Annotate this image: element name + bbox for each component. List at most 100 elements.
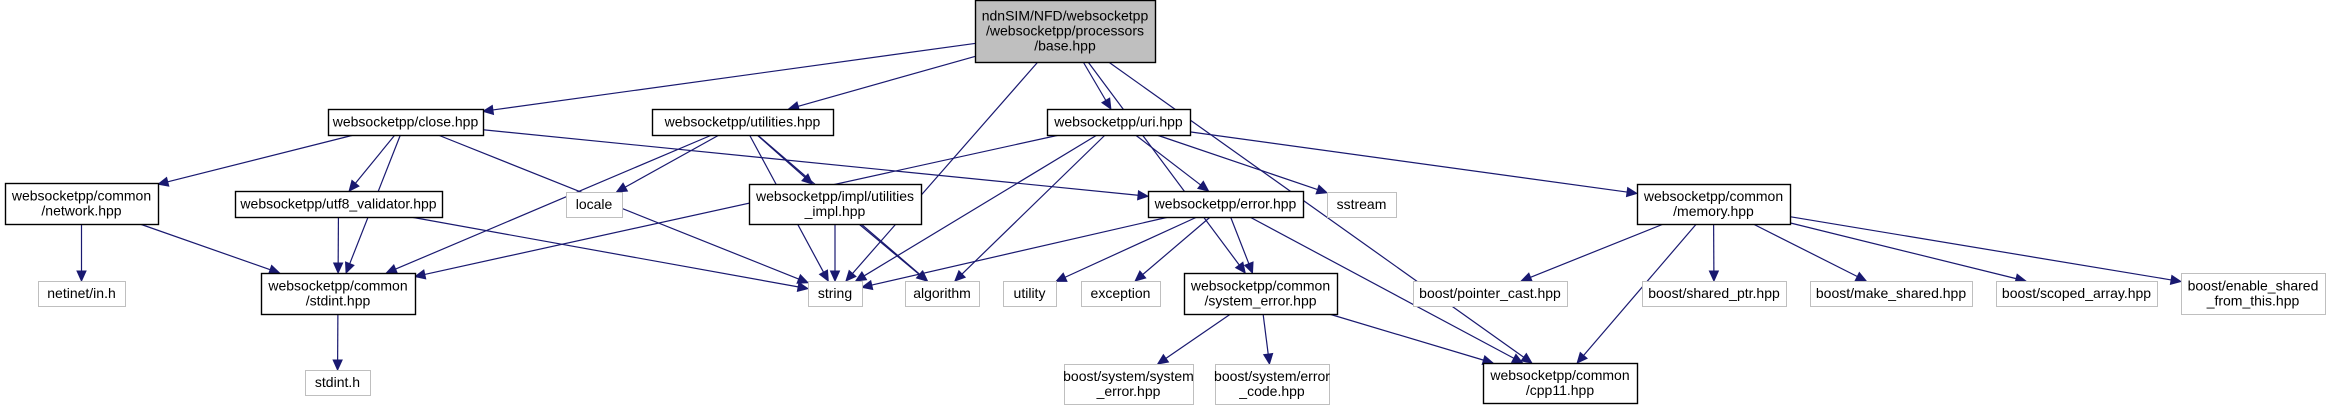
arrowhead-icon (1520, 352, 1533, 364)
edge-close-to-error (482, 129, 1150, 201)
edge-uri-to-memory (1189, 131, 1639, 198)
edge-close-to-network (156, 134, 354, 187)
node-label: exception (1091, 285, 1151, 301)
arrowhead-icon (267, 264, 281, 275)
node-box (1215, 364, 1330, 405)
node-label: /cpp11.hpp (1526, 382, 1594, 398)
node-base[interactable]: ndnSIM/NFD/websocketpp/websocketpp/proce… (974, 0, 1157, 64)
arrowhead-icon (481, 104, 495, 116)
node-label: websocketpp/utilities.hpp (664, 114, 821, 130)
node-label: websocketpp/common (1489, 367, 1629, 383)
node-box (234, 190, 444, 219)
edge-line (139, 223, 271, 271)
arrowhead-icon (796, 281, 810, 292)
edge-uri-to-string (854, 134, 1098, 282)
node-bs-system-error: boost/system/system_error.hpp (1063, 364, 1194, 405)
node-label: /memory.hpp (1673, 203, 1754, 219)
node-utilities-impl[interactable]: websocketpp/impl/utilities_impl.hpp (748, 183, 923, 226)
edge-line (492, 42, 976, 111)
node-label: websocketpp/utf8_validator.hpp (239, 196, 436, 212)
node-label: websocketpp/common (267, 278, 407, 294)
arrowhead-icon (1576, 351, 1588, 364)
arrowhead-icon (796, 273, 810, 284)
node-label: boost/pointer_cast.hpp (1419, 285, 1561, 301)
edge-line (410, 216, 799, 288)
node-cpp11[interactable]: websocketpp/common/cpp11.hpp (1482, 362, 1639, 405)
arrowhead-icon (1510, 353, 1524, 364)
edge-line (1262, 313, 1269, 355)
edge-line (1328, 313, 1484, 361)
edge-line (1087, 61, 1240, 266)
arrowhead-icon (1137, 189, 1150, 201)
node-label: websocketpp/common (1643, 188, 1783, 204)
edge-base-to-close (481, 42, 976, 116)
node-label: /network.hpp (41, 203, 121, 219)
edge-line (1142, 216, 1211, 275)
arrowhead-icon (953, 269, 967, 282)
node-exception: exception (1081, 281, 1161, 307)
edge-uri-to-error (1135, 134, 1210, 192)
node-box (1327, 192, 1397, 218)
node-error[interactable]: websocketpp/error.hpp (1147, 190, 1305, 219)
arrowhead-icon (76, 270, 87, 283)
arrowhead-icon (1134, 270, 1147, 282)
node-label: boost/shared_ptr.hpp (1648, 285, 1780, 301)
edge-base-to-system_error (1087, 61, 1246, 274)
arrowhead-icon (348, 179, 360, 192)
edge-base-to-string (845, 61, 1039, 282)
node-box (1003, 281, 1057, 307)
node-memory[interactable]: websocketpp/common/memory.hpp (1636, 183, 1792, 226)
node-utf8[interactable]: websocketpp/utf8_validator.hpp (234, 190, 444, 219)
node-utilities[interactable]: websocketpp/utilities.hpp (651, 108, 835, 137)
edge-error-to-system_error (1230, 216, 1254, 275)
node-bs-error-code: boost/system/error_code.hpp (1214, 364, 1330, 405)
arrowhead-icon (854, 271, 868, 282)
arrowhead-icon (860, 279, 874, 291)
edge-line (395, 134, 713, 270)
edge-memory-to-scoped_array (1789, 222, 2027, 284)
arrowhead-icon (1315, 184, 1329, 195)
node-label: stdint.h (315, 374, 360, 390)
node-label: _code.hpp (1238, 383, 1305, 399)
edge-line (1165, 313, 1231, 359)
edge-base-to-uri (1082, 61, 1112, 111)
node-network[interactable]: websocketpp/common/network.hpp (4, 182, 160, 226)
node-utility: utility (1003, 281, 1057, 307)
arrowhead-icon (615, 182, 629, 193)
edge-error-to-utility (1054, 216, 1198, 282)
edge-line (961, 134, 1106, 275)
edge-memory-to-shared_ptr (1708, 223, 1720, 283)
node-close[interactable]: websocketpp/close.hpp (327, 108, 485, 137)
node-stdint-hpp[interactable]: websocketpp/common/stdint.hpp (260, 272, 417, 316)
node-label: websocketpp/impl/utilities (755, 188, 914, 204)
edge-memory-to-enable_shared (1789, 216, 2183, 286)
arrowhead-icon (385, 264, 399, 274)
edge-line (1789, 216, 2172, 281)
node-uri[interactable]: websocketpp/uri.hpp (1046, 108, 1192, 137)
node-box (1810, 281, 1973, 307)
edge-line (863, 134, 1098, 277)
edge-line (1249, 216, 1515, 359)
arrowhead-icon (156, 176, 170, 187)
edge-line (1082, 61, 1107, 101)
edge-line (852, 61, 1039, 274)
arrowhead-icon (1243, 261, 1254, 275)
node-system-error[interactable]: websocketpp/common/system_error.hpp (1183, 272, 1339, 316)
node-box (1636, 183, 1792, 226)
node-label: netinet/in.h (47, 285, 116, 301)
edge-error-to-string (860, 216, 1169, 291)
node-label: websocketpp/common (11, 188, 151, 204)
node-box (566, 192, 623, 218)
edge-line (798, 55, 976, 107)
node-label: /stdint.hpp (306, 293, 371, 309)
node-label: sstream (1337, 196, 1387, 212)
edge-line (482, 129, 1139, 196)
edges-layer (76, 42, 2183, 372)
node-box (2181, 273, 2326, 315)
arrowhead-icon (1854, 271, 1868, 282)
edge-line (624, 134, 720, 188)
node-box (1081, 281, 1161, 307)
arrowhead-icon (1054, 272, 1068, 282)
node-label: websocketpp/error.hpp (1154, 196, 1297, 212)
node-label: boost/make_shared.hpp (1816, 285, 1966, 301)
